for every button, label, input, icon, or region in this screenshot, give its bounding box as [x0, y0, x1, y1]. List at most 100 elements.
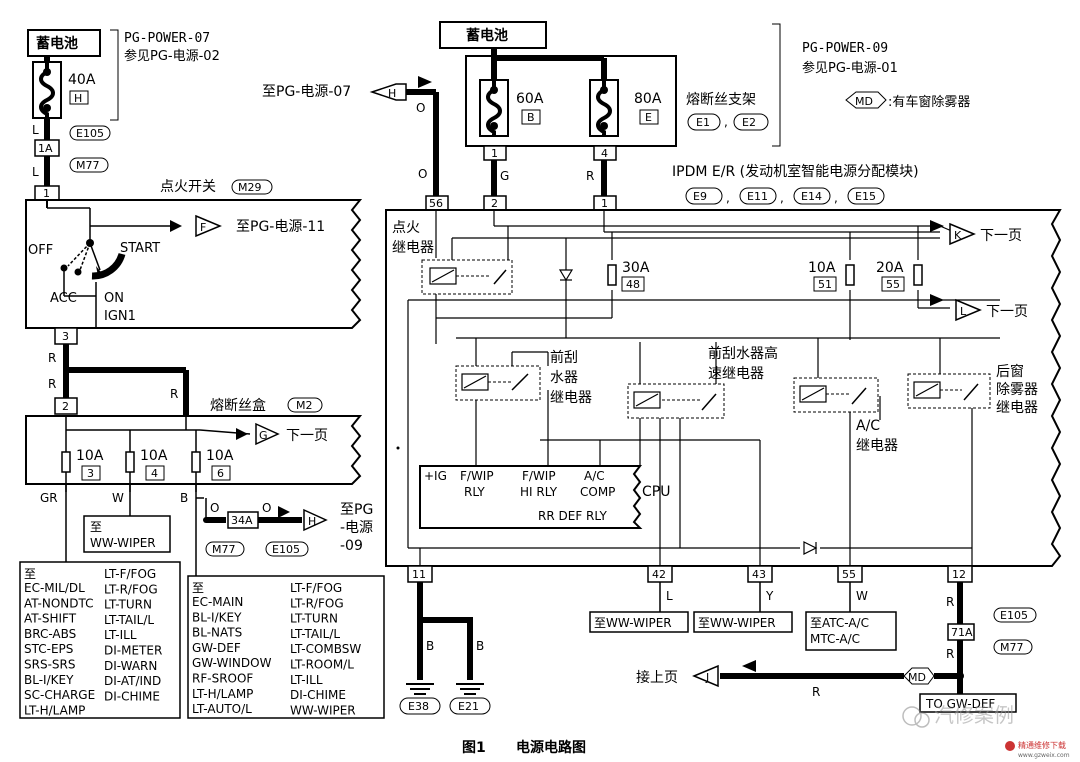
svg-text:,: , [724, 115, 728, 129]
left-fusible-link [31, 60, 63, 120]
left-ref-see: 参见PG-电源-02 [124, 48, 220, 64]
flag-l [955, 298, 982, 322]
list-right-item: LT-ILL [290, 673, 323, 687]
site-logo: 精通维修下载 www.gzweix.com [1005, 740, 1070, 759]
svg-text:W: W [856, 589, 868, 603]
svg-text:60A: 60A [516, 91, 544, 107]
svg-text:继电器: 继电器 [996, 400, 1038, 416]
list-right-item: BL-NATS [192, 626, 242, 640]
svg-text:COMP: COMP [580, 485, 615, 499]
list-right-item: LT-H/LAMP [192, 687, 253, 701]
right-ref-code: PG-POWER-09 [802, 41, 888, 56]
svg-text:继电器: 继电器 [856, 438, 898, 454]
svg-text:E105: E105 [1000, 609, 1028, 622]
fuse-6 [191, 451, 201, 473]
fuse-20a [913, 264, 923, 286]
ign-start: START [120, 241, 160, 256]
caption-title: 电源电路图 [516, 739, 586, 756]
svg-text:71A: 71A [951, 626, 973, 639]
list-right-item: GW-WINDOW [192, 656, 272, 670]
to-pg-07-wire-o1: O [416, 101, 425, 115]
list-left-item: BL-I/KEY [24, 673, 74, 687]
left-battery-label: 蓄电池 [36, 35, 78, 52]
e105-bottom-conn: E105 [993, 607, 1037, 623]
list-left-item: AT-NONDTC [24, 596, 93, 610]
fusible-link-holder [465, 55, 677, 147]
right-battery: 蓄电池 [439, 21, 547, 49]
svg-text:51: 51 [818, 278, 832, 291]
ipdm-wiring [407, 210, 1000, 566]
svg-text:H: H [308, 515, 316, 528]
svg-text:CPU: CPU [642, 484, 670, 500]
ign-acc: ACC [50, 291, 77, 306]
svg-text:R: R [812, 685, 820, 699]
fuse-box-title: 熔断丝盒 [210, 397, 266, 414]
to-pg-09-a: 至PG [340, 502, 373, 518]
watermark-text: 汽修案例 [934, 703, 1014, 727]
ipdm-conn-badge [685, 187, 723, 205]
list-left-item: SRS-SRS [24, 658, 75, 672]
svg-text:10A: 10A [808, 260, 836, 276]
e105-left-conn: E105 [69, 125, 111, 141]
m77-left-conn: M77 [69, 157, 109, 173]
svg-text:10A: 10A [76, 448, 104, 464]
ign-ign1: IGN1 [104, 309, 136, 324]
list-right-item: LT-F/FOG [290, 581, 342, 595]
cpu-block [419, 465, 643, 529]
to-pg-09-c: -09 [340, 538, 363, 554]
list-right-col1: EC-MAINBL-I/KEYBL-NATSGW-DEFGW-WINDOWRF-… [192, 595, 272, 716]
svg-text:56: 56 [429, 197, 443, 210]
svg-text:E: E [645, 111, 652, 124]
list-left-item: LT-R/FOG [104, 582, 158, 596]
svg-text:48: 48 [626, 278, 640, 291]
list-left-head: 至 [24, 567, 36, 581]
left-fuse-amp: 40A [68, 72, 96, 88]
fuse-wire-o2: O [262, 501, 271, 515]
left-conn-1a: 1A [38, 142, 53, 155]
to-pg-07-label: 至PG-电源-07 [262, 84, 351, 100]
svg-text:HI RLY: HI RLY [520, 485, 558, 499]
svg-text:M29: M29 [238, 181, 262, 194]
svg-text:水器: 水器 [550, 370, 578, 386]
list-left-item: LT-TURN [104, 598, 152, 612]
svg-text:Y: Y [765, 589, 774, 603]
ww-wiper-to: 至 [90, 520, 102, 534]
svg-text:80A: 80A [634, 91, 662, 107]
left-wire-l2: L [32, 165, 39, 179]
e1-conn: E1 [687, 113, 721, 131]
svg-text:10A: 10A [140, 448, 168, 464]
svg-text:M2: M2 [296, 399, 313, 412]
svg-text:G: G [259, 429, 268, 442]
wire-r-80a: R [586, 169, 594, 183]
diode-bottom [803, 541, 818, 555]
ipdm-conn-badge [793, 187, 831, 205]
list-right-item: EC-MAIN [192, 595, 243, 609]
to-pg-09-b: -电源 [340, 520, 373, 536]
ign-pin-3: 3 [62, 330, 69, 343]
ground-e38: E38 [399, 683, 441, 715]
ign-off: OFF [28, 243, 53, 258]
svg-text:A/C: A/C [856, 418, 880, 434]
svg-text:继电器: 继电器 [392, 240, 434, 256]
svg-text:F/WIP: F/WIP [460, 469, 494, 483]
svg-text:F/WIP: F/WIP [522, 469, 556, 483]
list-left-item: LT-ILL [104, 628, 137, 642]
svg-text:L: L [960, 305, 967, 318]
list-left-item: LT-F/FOG [104, 567, 156, 581]
list-left-item: DI-AT/IND [104, 674, 161, 688]
comma: , [726, 191, 730, 205]
list-left-item: STC-EPS [24, 642, 73, 656]
svg-text:J: J [705, 671, 709, 684]
e105-fuse-conn: E105 [265, 541, 309, 557]
svg-text:RR DEF RLY: RR DEF RLY [538, 509, 607, 523]
svg-text:30A: 30A [622, 260, 650, 276]
ign-wire-r1: R [48, 351, 56, 365]
list-right-item: LT-R/FOG [290, 596, 344, 610]
svg-text:4: 4 [151, 467, 158, 480]
fuse-10a [845, 264, 855, 286]
list-left-item: BRC-ABS [24, 627, 76, 641]
comma: , [780, 191, 784, 205]
svg-text:3: 3 [87, 467, 94, 480]
svg-text:R: R [946, 647, 954, 661]
left-ref-code: PG-POWER-07 [124, 31, 210, 46]
